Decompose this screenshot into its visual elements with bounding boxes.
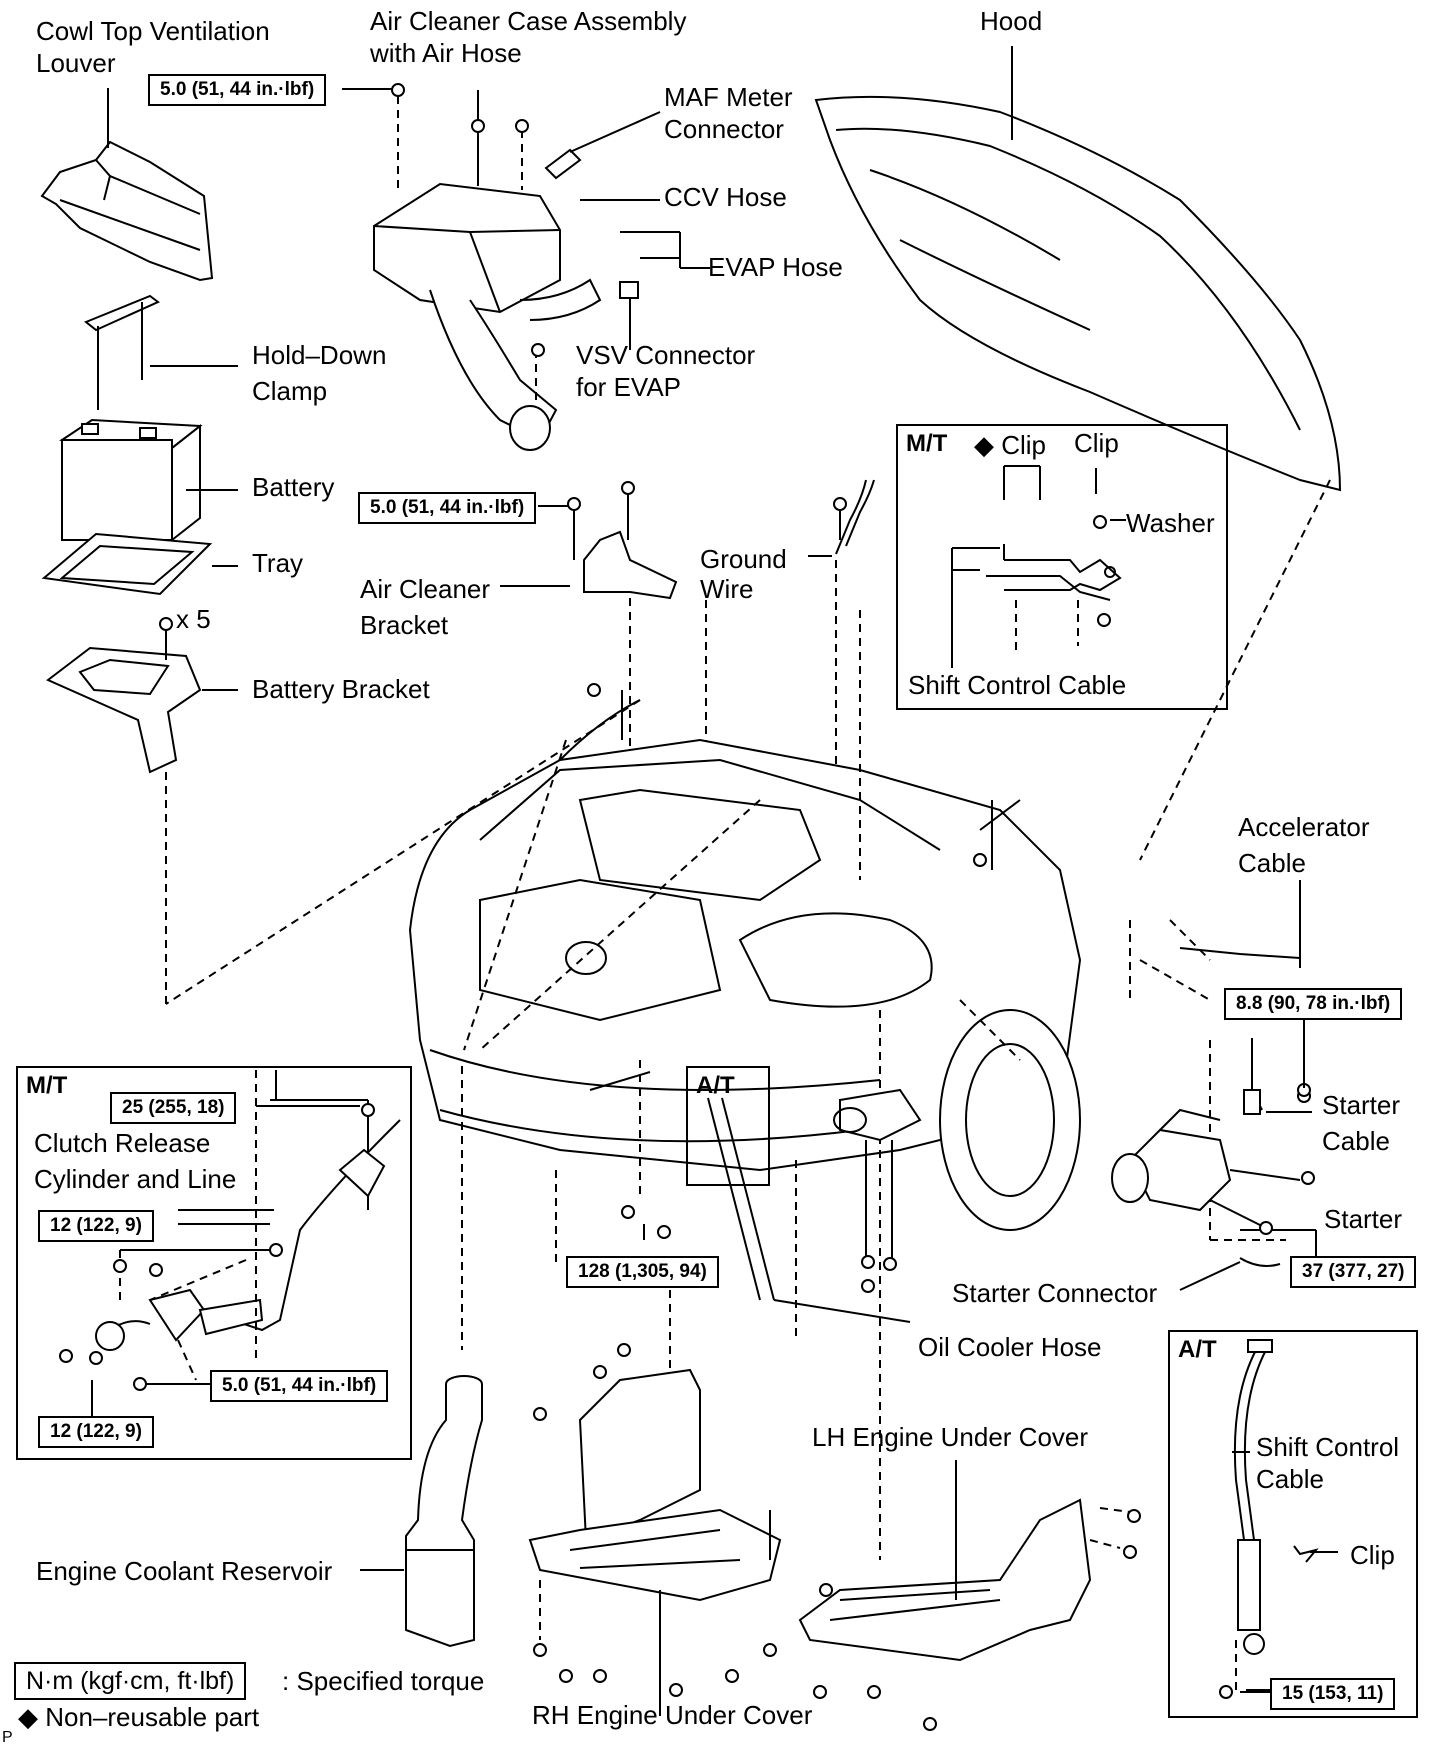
label-evap-hose: EVAP Hose — [708, 252, 843, 282]
label-starter: Starter — [1324, 1204, 1403, 1234]
at-shift-cable-drawing — [1232, 1339, 1338, 1691]
mt-shift-washer: Washer — [1126, 508, 1215, 538]
label-battery-bracket: Battery Bracket — [252, 674, 430, 704]
label-accelerator-line2: Cable — [1238, 848, 1306, 878]
label-vsv-line1: VSV Connector — [576, 340, 756, 370]
legend-unit-desc: : Specified torque — [282, 1666, 485, 1696]
torque-air-case: 5.0 (51, 44 in.·lbf) — [148, 74, 327, 106]
torque-clutch-12a: 12 (122, 9) — [38, 1210, 154, 1242]
label-ground-wire-line2: Wire — [700, 574, 754, 604]
label-corner-mark: P — [2, 1729, 13, 1746]
label-cowl-top-line2: Louver — [36, 48, 116, 78]
battery-drawing — [59, 418, 238, 541]
label-lh-under-cover: LH Engine Under Cover — [812, 1422, 1089, 1452]
mt-clutch-line1: Clutch Release — [34, 1128, 211, 1158]
label-oil-cooler-hose: Oil Cooler Hose — [918, 1332, 1102, 1362]
torque-air-bracket: 5.0 (51, 44 in.·lbf) — [358, 492, 537, 524]
label-maf-line2: Connector — [664, 114, 784, 144]
air-cleaner-case-drawing — [373, 90, 602, 451]
battery-bracket-drawing — [46, 630, 238, 1004]
rh-under-cover-drawing — [528, 1368, 782, 1716]
hood-drawing — [814, 46, 1342, 861]
label-battery: Battery — [252, 472, 335, 502]
label-starter-cable-line2: Cable — [1322, 1126, 1390, 1156]
label-starter-connector: Starter Connector — [952, 1278, 1158, 1308]
label-accelerator-line1: Accelerator — [1238, 812, 1370, 842]
torque-starter: 37 (377, 27) — [1290, 1256, 1417, 1288]
at-small-box-title: A/T — [696, 1072, 735, 1099]
at-shift-clip: Clip — [1350, 1540, 1395, 1570]
at-shift-line2: Cable — [1256, 1464, 1324, 1494]
mt-shift-box: M/T ◆ Clip Clip Washer Shift Control Cab… — [896, 424, 1228, 710]
tray-drawing — [41, 532, 238, 596]
label-cowl-top-line1: Cowl Top Ventilation — [36, 16, 270, 46]
torque-starter-cable: 8.8 (90, 78 in.·lbf) — [1224, 988, 1403, 1020]
coolant-reservoir-drawing — [360, 1375, 483, 1648]
label-air-cleaner-bracket-line1: Air Cleaner — [360, 574, 491, 604]
torque-clutch-5: 5.0 (51, 44 in.·lbf) — [210, 1370, 389, 1402]
cowl-top-louver-drawing — [40, 88, 214, 282]
label-coolant-reservoir: Engine Coolant Reservoir — [36, 1556, 333, 1586]
label-ground-wire-line1: Ground — [700, 544, 787, 574]
torque-clutch-12b: 12 (122, 9) — [38, 1416, 154, 1448]
at-shift-box: A/T Shift Control Cable Clip 15 (153, 11… — [1168, 1330, 1418, 1718]
label-rh-under-cover: RH Engine Under Cover — [532, 1700, 813, 1730]
label-maf-line1: MAF Meter — [664, 82, 793, 112]
legend-unit-box: N·m (kgf·cm, ft·lbf) — [14, 1662, 247, 1700]
mt-clutch-box: M/T 25 (255, 18) Clutch Release Cylinder… — [16, 1066, 412, 1460]
mt-shift-clip-nonreusable: ◆ Clip — [974, 430, 1047, 460]
label-tray: Tray — [252, 548, 304, 578]
clutch-cylinder-drawing — [91, 1070, 401, 1420]
mt-shift-box-title: M/T — [906, 430, 948, 457]
mt-shift-clip: Clip — [1074, 428, 1119, 458]
mt-shift-cable-drawing — [951, 465, 1126, 668]
assembly-dashed-lines — [165, 610, 1286, 1560]
torque-front: 128 (1,305, 94) — [566, 1256, 719, 1288]
lh-under-cover-drawing — [798, 1460, 1131, 1662]
label-hood: Hood — [980, 6, 1043, 36]
at-shift-box-title: A/T — [1178, 1336, 1217, 1363]
label-air-cleaner-case-line1: Air Cleaner Case Assembly — [370, 6, 687, 36]
label-air-cleaner-bracket-line2: Bracket — [360, 610, 449, 640]
at-shift-line1: Shift Control — [1256, 1432, 1400, 1462]
at-small-box: A/T — [686, 1066, 770, 1186]
oil-cooler-hose-drawing — [589, 1071, 922, 1323]
air-leaders — [535, 111, 710, 400]
label-starter-cable-line1: Starter — [1322, 1090, 1401, 1120]
mt-shift-control-cable: Shift Control Cable — [908, 670, 1127, 700]
label-hold-down-line2: Clamp — [252, 376, 328, 406]
torque-clutch-25: 25 (255, 18) — [110, 1092, 237, 1124]
legend-nonreusable: ◆ Non–reusable part — [18, 1702, 260, 1732]
starter-drawing — [1111, 880, 1317, 1291]
label-ccv-hose: CCV Hose — [664, 182, 787, 212]
hold-down-clamp-drawing — [84, 294, 238, 410]
label-x5: x 5 — [176, 604, 211, 634]
torque-at-shift: 15 (153, 11) — [1270, 1678, 1396, 1710]
label-hold-down-line1: Hold–Down — [252, 340, 387, 370]
mt-clutch-line2: Cylinder and Line — [34, 1164, 237, 1194]
label-vsv-line2: for EVAP — [576, 372, 682, 402]
fasteners — [59, 83, 1315, 1731]
label-air-cleaner-case-line2: with Air Hose — [370, 38, 522, 68]
mt-clutch-box-title: M/T — [26, 1072, 68, 1099]
